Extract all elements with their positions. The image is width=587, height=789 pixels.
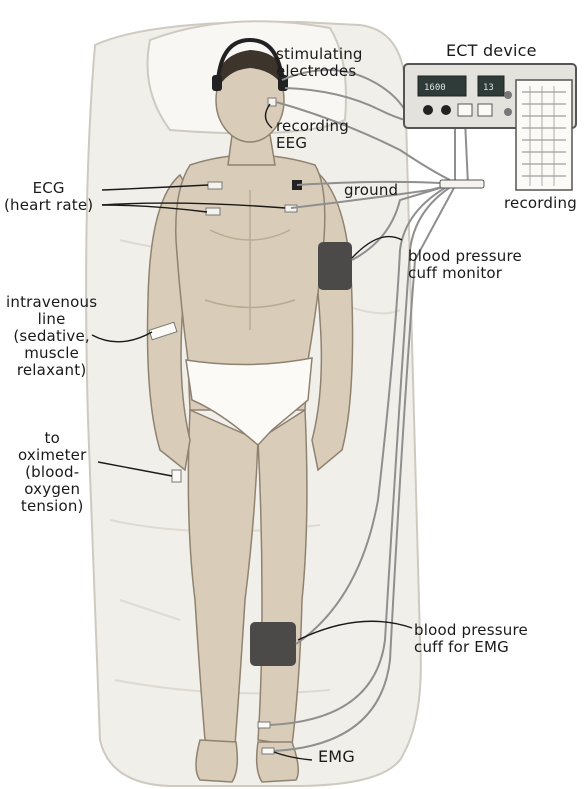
left-electrode — [212, 75, 222, 91]
label-intravenous-line: intravenous line (sedative, muscle relax… — [6, 294, 97, 379]
ecg-pad-lower — [206, 208, 220, 215]
oximeter-clip — [172, 470, 181, 482]
device-readout-right: 13 — [483, 83, 494, 93]
recording-printout — [516, 80, 572, 190]
label-recording: recording — [504, 195, 577, 212]
blood-pressure-cuff-arm — [318, 242, 352, 290]
label-ground: ground — [344, 182, 398, 199]
label-ecg: ECG (heart rate) — [4, 180, 93, 214]
label-ect-device: ECT device — [446, 42, 537, 59]
label-recording-eeg: recording EEG — [276, 118, 349, 152]
label-bp-cuff-monitor: blood pressure cuff monitor — [408, 248, 522, 282]
label-oximeter: to oximeter (blood- oxygen tension) — [18, 430, 86, 515]
emg-electrode-1 — [258, 722, 270, 728]
label-stimulating-electrodes: stimulating electrodes — [276, 46, 363, 80]
wire-connector-bar — [440, 180, 484, 188]
blood-pressure-cuff-leg — [250, 622, 296, 666]
emg-electrode-2 — [262, 748, 274, 754]
ecg-pad-upper — [208, 182, 222, 189]
label-emg: EMG — [318, 748, 355, 765]
device-readout-left: 1600 — [424, 83, 446, 93]
label-bp-cuff-emg: blood pressure cuff for EMG — [414, 622, 528, 656]
